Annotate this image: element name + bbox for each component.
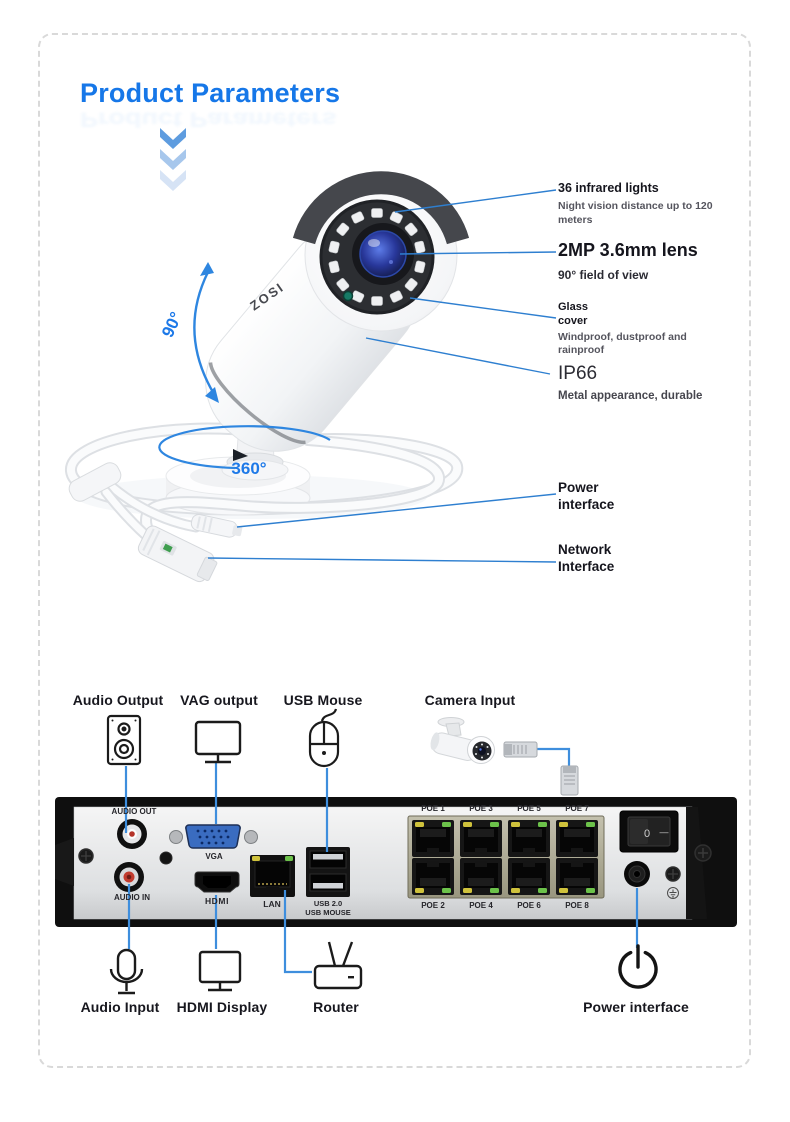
power-plug	[190, 514, 243, 538]
label-audio-output: Audio Output	[72, 692, 164, 708]
network-plug	[137, 525, 218, 583]
leader-line-glass	[409, 297, 557, 319]
camera-illustration: ZOSI	[65, 171, 557, 583]
router-icon	[313, 941, 363, 990]
cable-splitter	[68, 462, 122, 502]
nvr-left-bracket	[55, 838, 74, 886]
speaker-icon	[106, 714, 142, 766]
power-jack	[624, 861, 650, 887]
label-usb-mouse: USB Mouse	[283, 692, 363, 708]
tilt-arrow	[193, 262, 219, 403]
chevron-down-icon	[160, 128, 186, 191]
power-switch[interactable]	[619, 810, 679, 853]
usb-ports	[306, 847, 350, 897]
panel-label-poe3: POE 3	[469, 804, 493, 813]
pan-arrow	[158, 425, 331, 470]
panel-label-poe2: POE 2	[421, 901, 445, 910]
audio-in-port	[114, 862, 144, 892]
panel-label-usb: USB 2.0 USB MOUSE	[299, 899, 357, 917]
callout-lens-title: 2MP 3.6mm lens	[558, 240, 698, 260]
callout-ir-desc: Night vision distance up to 120 meters	[558, 200, 713, 226]
panel-label-poe1: POE 1	[421, 804, 445, 813]
line-camera-input	[537, 747, 571, 766]
rj45-connector-horizontal	[503, 741, 538, 758]
page-border	[38, 33, 751, 1068]
callout-ip66-desc: Metal appearance, durable	[558, 390, 703, 402]
switch-off-glyph: —	[660, 827, 669, 837]
power-icon	[618, 944, 658, 989]
lan-port	[250, 855, 295, 897]
panel-label-usb-line2: USB MOUSE	[305, 908, 351, 917]
label-router: Router	[313, 999, 359, 1015]
panel-label-poe8: POE 8	[565, 901, 589, 910]
panel-label-usb-line1: USB 2.0	[313, 899, 343, 908]
vga-monitor-icon	[194, 720, 242, 764]
panel-label-poe6: POE 6	[517, 901, 541, 910]
label-camera-input: Camera Input	[424, 692, 516, 708]
callout-network: Network Interface	[558, 542, 615, 575]
callout-glass-desc: Windproof, dustproof and rainproof	[558, 330, 687, 357]
leader-line-network	[207, 557, 557, 563]
label-vag-output: VAG output	[180, 692, 258, 708]
status-led	[342, 290, 354, 302]
label-power-interface: Power interface	[583, 999, 689, 1015]
camera-visor	[292, 171, 470, 245]
panel-label-poe5: POE 5	[517, 804, 541, 813]
callout-glass-title: Glass cover	[558, 301, 588, 327]
vga-port	[169, 824, 258, 849]
panel-label-poe4: POE 4	[469, 901, 493, 910]
panel-label-audio-in: AUDIO IN	[114, 893, 150, 902]
panel-label-audio-out: AUDIO OUT	[111, 807, 157, 816]
callout-lens-desc: 90° field of view	[558, 268, 649, 282]
ir-led-ring	[328, 208, 426, 306]
callout-ip66: IP66 Metal appearance, durable	[558, 363, 758, 404]
hdmi-port	[194, 871, 240, 893]
callout-ir: 36 infrared lights Night vision distance…	[558, 181, 743, 228]
hdmi-monitor-icon	[198, 950, 242, 992]
switch-on-glyph: 0	[644, 828, 650, 840]
pan-angle-label: 360°	[231, 459, 266, 478]
leader-line-lens	[399, 251, 557, 255]
label-audio-input: Audio Input	[80, 999, 160, 1015]
panel-label-hdmi: HDMI	[204, 896, 230, 906]
panel-label-lan: LAN	[263, 899, 281, 909]
poe-ports	[407, 815, 605, 899]
callout-ir-title: 36 infrared lights	[558, 181, 659, 195]
callout-ip66-title: IP66	[558, 363, 598, 384]
leader-line-power	[236, 493, 557, 528]
mouse-icon	[308, 708, 340, 768]
microphone-icon	[109, 948, 144, 995]
mini-camera-thumb	[430, 717, 495, 764]
connection-lines	[124, 747, 639, 974]
nvr-device: 0 —	[55, 797, 737, 927]
leader-line-ir	[394, 189, 557, 213]
ground-symbol	[667, 887, 679, 899]
callout-power: Power interface	[558, 480, 615, 513]
camera-head	[304, 178, 458, 332]
panel-label-vga: VGA	[205, 852, 223, 861]
tilt-angle-label: 90°	[158, 309, 186, 341]
callout-lens: 2MP 3.6mm lens 90° field of view	[558, 240, 748, 284]
nvr-right-bracket	[686, 807, 707, 919]
callout-glass: Glass cover Windproof, dustproof and rai…	[558, 301, 748, 358]
leader-line-ip66	[365, 337, 551, 375]
audio-out-port	[117, 819, 147, 849]
camera-cable-front	[100, 434, 445, 566]
label-hdmi-display: HDMI Display	[176, 999, 268, 1015]
panel-label-poe7: POE 7	[565, 804, 589, 813]
camera-lens	[359, 230, 407, 278]
knob	[159, 851, 173, 865]
line-router	[283, 890, 312, 974]
leader-lines	[207, 189, 557, 563]
page-title: Product Parameters	[80, 78, 341, 108]
rj45-connector-vertical	[560, 765, 579, 796]
